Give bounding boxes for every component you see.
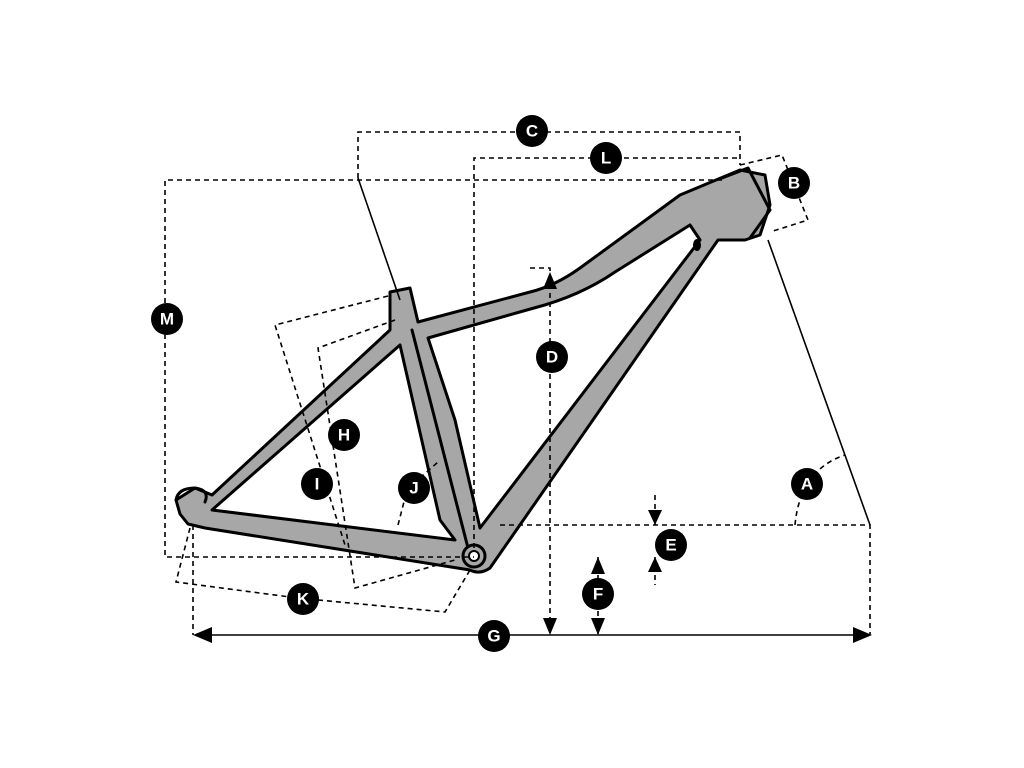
badge-c: C [516,115,548,147]
badge-b: B [778,167,810,199]
badge-e: E [655,529,687,561]
arrow-f-bottom [591,618,605,635]
badge-g: G [478,620,510,652]
arrow-g-left [193,627,212,643]
badge-c-label: C [526,122,538,141]
arrow-d-bottom [543,618,557,635]
badge-b-label: B [788,174,800,193]
badge-h-label: H [338,426,350,445]
badge-f: F [582,578,614,610]
badge-a: A [791,468,823,500]
seat-tube-line [410,328,470,550]
cable-port [693,239,701,251]
arrow-e-bottom [648,557,662,572]
badge-i: I [301,468,333,500]
seat-angle-line [357,177,401,301]
badge-d: D [536,341,568,373]
badge-m-label: M [160,310,174,329]
arrow-e-top [648,510,662,525]
arrow-g-right [853,627,872,643]
head-angle-line [767,239,871,526]
badge-i-label: I [315,475,320,494]
badge-k-label: K [297,590,310,609]
badge-a-circle [791,468,823,500]
dim-line-h [317,319,456,590]
head-tube [720,166,772,240]
dim-line-c [357,131,741,178]
dim-line-l [473,157,740,548]
frame-main-triangle-opening [426,223,702,530]
arrow-f-top [591,557,605,574]
dim-line-b [739,154,810,233]
badge-m: M [151,303,183,335]
badge-j-label: J [409,479,418,498]
badge-h: H [328,419,360,451]
badge-j: J [398,472,430,504]
dim-line-axle [500,524,871,635]
badge-l: L [590,142,622,174]
badge-f-label: F [593,585,603,604]
rear-dropout [174,486,208,504]
badge-a-label: A [801,475,813,494]
arrow-d-top [543,272,557,289]
badge-k: K [287,583,319,615]
dim-line-k [174,527,471,613]
bike-frame [174,166,772,574]
dim-line-d [530,267,551,635]
badge-d-label: D [546,348,558,367]
badge-g-label: G [487,627,500,646]
badge-e-label: E [665,536,676,555]
badge-l-label: L [601,149,611,168]
